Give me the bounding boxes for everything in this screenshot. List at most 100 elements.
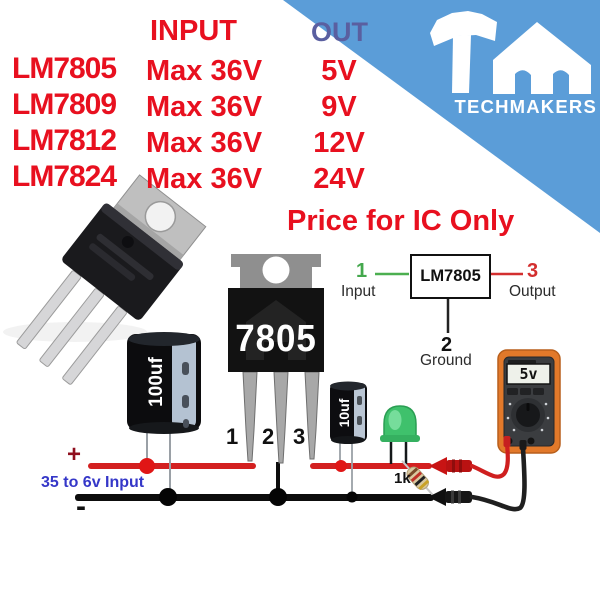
probe-cables xyxy=(469,436,527,512)
probe-plugs xyxy=(428,457,472,506)
reg-leg3-number: 3 xyxy=(293,424,306,449)
plus-sign: + xyxy=(67,441,82,468)
black-cable xyxy=(469,445,527,512)
photo-body-bevel xyxy=(101,203,184,270)
hammer-t-icon xyxy=(430,11,497,46)
input-range-label: 35 to 6v Input xyxy=(41,474,145,491)
table-row-out: 5V xyxy=(321,55,357,87)
input-red-wire xyxy=(88,463,256,469)
regulator-marking: 7805 xyxy=(235,318,317,360)
red-probe-ridge1 xyxy=(452,459,455,473)
junction-black-1 xyxy=(159,488,177,506)
techmakers-logo-icon xyxy=(430,11,591,94)
photo-marking-line1 xyxy=(96,233,154,280)
resistor-band1 xyxy=(407,467,419,478)
brand-corner xyxy=(283,0,600,233)
table-row-out: 9V xyxy=(321,91,357,123)
output-cap-label: 10uf xyxy=(336,398,352,428)
cap100-stripe xyxy=(172,336,196,428)
black-probe-tip xyxy=(428,488,446,506)
pin1-number: 1 xyxy=(356,260,368,282)
cap10-mark2 xyxy=(357,416,362,425)
cap100-bottom xyxy=(129,422,199,434)
minus-sign: - xyxy=(76,490,86,523)
resistor-value: 1k xyxy=(394,470,411,487)
reg-leg2-number: 2 xyxy=(262,424,275,449)
photo-marking-line2 xyxy=(89,243,136,281)
table-row-input: Max 36V xyxy=(146,163,263,195)
table-row-input: Max 36V xyxy=(146,127,263,159)
input-capacitor xyxy=(127,332,201,497)
photo-mounting-hole xyxy=(144,200,177,233)
black-cable-plug xyxy=(519,440,527,450)
pin1-label: Input xyxy=(341,283,376,300)
meter-button-2 xyxy=(520,388,531,395)
reg-hole xyxy=(262,256,290,284)
multimeter xyxy=(497,349,561,454)
junction-red-1 xyxy=(139,458,155,474)
table-row-out: 24V xyxy=(313,163,365,195)
led-highlight xyxy=(388,410,402,430)
table-row-model: LM7812 xyxy=(12,124,117,157)
resistor-band2 xyxy=(410,471,422,483)
meter-knob-pointer xyxy=(526,403,530,411)
pin-diagram-lines xyxy=(375,272,523,333)
meter-button-3 xyxy=(533,388,544,395)
reg-leg1-number: 1 xyxy=(226,424,239,449)
junction-black-2 xyxy=(269,488,287,506)
cap100-mark2 xyxy=(182,395,189,408)
ic-photo xyxy=(3,174,207,385)
hammer-t-handle xyxy=(452,35,471,93)
cap10-bottom xyxy=(331,436,365,444)
junction-dots xyxy=(139,458,358,506)
meter-tick6 xyxy=(544,402,548,406)
table-row-model: LM7824 xyxy=(12,160,117,193)
table-row-input: Max 36V xyxy=(146,91,263,123)
junction-black-3 xyxy=(346,491,358,503)
reg-leg-3 xyxy=(304,371,320,460)
red-probe-ridge2 xyxy=(459,459,462,473)
black-probe-ridge2 xyxy=(458,490,461,504)
black-probe-ridge1 xyxy=(451,490,454,504)
cap100-mark3 xyxy=(183,419,189,428)
reg-leg-2 xyxy=(273,371,289,464)
led-flange xyxy=(380,435,420,442)
pin2-number: 2 xyxy=(441,334,453,356)
cap100-mark1 xyxy=(182,362,189,375)
meter-button-1 xyxy=(507,388,518,395)
red-probe-tip xyxy=(429,457,447,475)
photo-body-dimple xyxy=(121,235,134,248)
meter-port-2 xyxy=(527,437,535,445)
table-row-model: LM7805 xyxy=(12,52,117,85)
input-cap-label: 100uf xyxy=(146,357,167,407)
resistor-band4 xyxy=(418,479,430,491)
ground-wire xyxy=(75,494,434,501)
pin-diagram-chip: LM7805 xyxy=(410,254,491,299)
pin2-label: Ground xyxy=(420,352,472,369)
meter-tick5 xyxy=(546,416,550,420)
cap10-top xyxy=(330,381,366,391)
cap100-top xyxy=(128,332,200,346)
table-header-out: OUT xyxy=(311,17,368,47)
meter-tick2 xyxy=(506,416,510,420)
photo-tab-edge xyxy=(112,203,184,262)
red-cable xyxy=(469,441,510,479)
reg-watermark-house xyxy=(246,300,306,360)
table-row-input: Max 36V xyxy=(146,55,263,87)
cap10-mark1 xyxy=(357,396,362,405)
meter-tick4 xyxy=(540,428,544,432)
resistor-band3 xyxy=(414,475,426,487)
meter-tick1 xyxy=(508,402,512,406)
led xyxy=(380,405,420,464)
photo-body xyxy=(62,203,183,320)
pin3-number: 3 xyxy=(527,260,539,282)
brand-name: TECHMAKERS xyxy=(454,96,597,117)
pin2-drop-wire xyxy=(276,462,280,496)
table-row-out: 12V xyxy=(313,127,365,159)
reg-leg-1 xyxy=(242,371,258,462)
house-m-icon xyxy=(493,22,591,94)
cap10-stripe xyxy=(354,384,365,441)
meter-reading: 5v xyxy=(519,365,538,383)
pin3-label: Output xyxy=(509,283,556,300)
